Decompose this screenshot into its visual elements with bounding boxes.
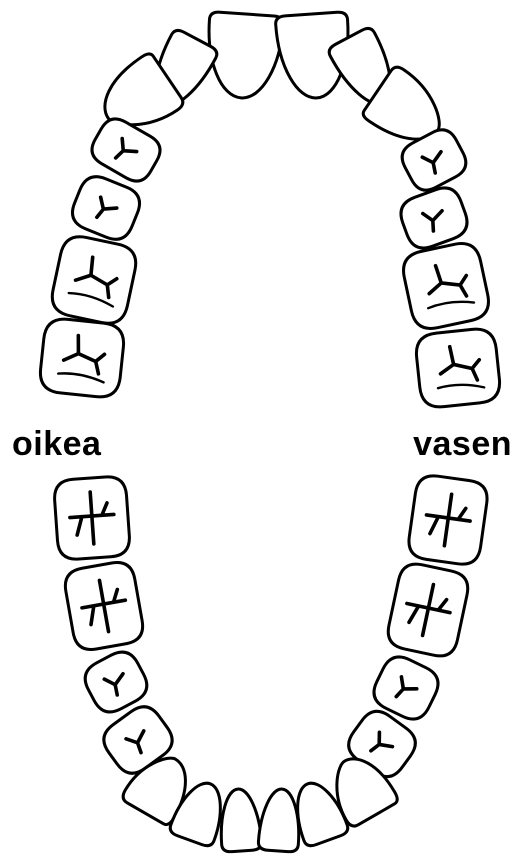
lower-premolar-second-right (83, 650, 149, 714)
lower-canine-left (335, 757, 399, 828)
upper-premolar-second-right (71, 175, 141, 241)
upper-premolar-first-left (400, 128, 468, 192)
left-side-label: vasen (413, 425, 512, 463)
upper-premolar-first-right (90, 117, 162, 183)
lower-molar-first-right (63, 561, 145, 651)
upper-molar-first-left (402, 242, 490, 330)
upper-canine-right (103, 52, 185, 127)
upper-molar-second-left (414, 327, 502, 409)
upper-incisor-central-left (274, 10, 350, 100)
upper-molar-second-right (38, 317, 126, 399)
upper-molar-first-right (50, 235, 138, 325)
lower-incisor-central-right (219, 787, 264, 854)
upper-premolar-second-left (399, 186, 469, 250)
lower-premolar-first-right (102, 705, 174, 775)
lower-incisor-central-left (256, 787, 301, 854)
lower-incisor-lateral-left (296, 781, 350, 848)
lower-premolar-second-left (372, 655, 440, 721)
lower-molar-second-right (53, 475, 131, 561)
lower-arch (53, 474, 489, 854)
lower-molar-first-left (386, 562, 470, 658)
upper-incisor-lateral-left (327, 26, 392, 106)
lower-incisor-lateral-right (168, 781, 222, 848)
right-side-label: oikea (12, 425, 102, 463)
lower-molar-second-left (407, 474, 489, 566)
upper-arch (38, 10, 502, 409)
